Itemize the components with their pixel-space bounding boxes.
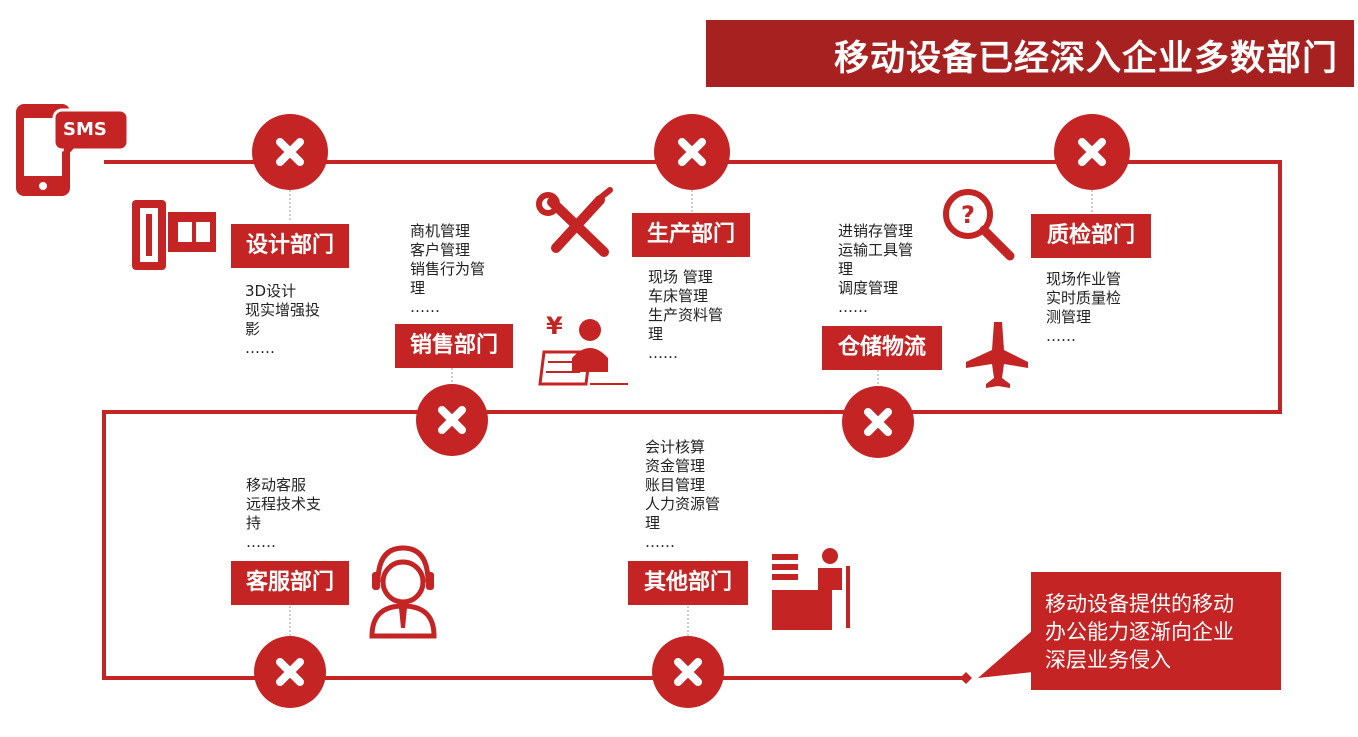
desc-item: …… [410, 298, 440, 316]
callout-line: 深层业务侵入 [1045, 648, 1171, 672]
desc-item: 客户管理 [410, 241, 471, 259]
dept-label-design: 设计部门 [231, 224, 349, 268]
close-x-icon [252, 114, 328, 190]
title-bar: 移动设备已经深入企业多数部门 [706, 20, 1354, 87]
dept-desc-other: 会计核算 资金管理 账目管理 人力资源管 理 …… [645, 438, 720, 552]
timeline-end-marker [960, 672, 972, 684]
desc-item: …… [245, 339, 275, 357]
desc-item: …… [648, 344, 678, 362]
airplane-icon [966, 322, 1028, 388]
callout-line: 移动设备提供的移动 [1045, 592, 1234, 616]
desc-item: 进销存管理 [838, 222, 914, 240]
desc-item: 现实增强投 [245, 301, 321, 319]
desc-item: …… [838, 298, 868, 316]
close-x-icon [652, 636, 724, 708]
desc-item: 理 [648, 325, 664, 343]
desc-item: 移动客服 [246, 476, 307, 494]
callout-text: 移动设备提供的移动 办公能力逐渐向企业 深层业务侵入 [1045, 590, 1234, 674]
desc-item: 现场 管理 [648, 268, 713, 286]
tools-icon [536, 187, 613, 257]
dept-desc-production: 现场 管理 车床管理 生产资料管 理 …… [648, 268, 723, 363]
callout-box: 移动设备提供的移动 办公能力逐渐向企业 深层业务侵入 [1031, 572, 1281, 690]
dept-label-qa: 质检部门 [1031, 214, 1151, 258]
close-x-icon [254, 636, 326, 708]
desc-item: 运输工具管 [838, 241, 914, 259]
headset-agent-icon [369, 545, 437, 639]
film-roll-icon [132, 200, 216, 270]
desc-item: 远程技术支 [246, 495, 322, 513]
desc-item: 资金管理 [645, 457, 706, 475]
desc-item: …… [1046, 327, 1076, 345]
dept-label-other: 其他部门 [628, 561, 748, 605]
desc-item: 实时质量检 [1046, 289, 1122, 307]
page-title: 移动设备已经深入企业多数部门 [833, 39, 1338, 79]
desc-item: 账目管理 [645, 476, 706, 494]
dept-desc-sales: 商机管理 客户管理 销售行为管 理 …… [410, 222, 485, 317]
desc-item: 商机管理 [410, 222, 471, 240]
close-x-icon [842, 386, 914, 458]
dept-desc-qa: 现场作业管 实时质量检 测管理 …… [1046, 270, 1121, 346]
dept-label-production: 生产部门 [632, 213, 750, 257]
callout-line: 办公能力逐渐向企业 [1045, 620, 1234, 644]
close-x-icon [416, 384, 488, 456]
desc-item: 测管理 [1046, 308, 1092, 326]
dept-desc-design: 3D设计 现实增强投 影 …… [245, 282, 320, 358]
yen-symbol: ¥ [546, 312, 563, 340]
dept-label-logistics: 仓储物流 [822, 326, 942, 370]
desc-item: 生产资料管 [648, 306, 724, 324]
desc-item: 人力资源管 [645, 495, 721, 513]
desc-item: 销售行为管 [410, 260, 486, 278]
dept-desc-logistics: 进销存管理 运输工具管 理 调度管理 …… [838, 222, 913, 317]
desc-item: 调度管理 [838, 279, 899, 297]
sms-badge: SMS [63, 119, 107, 140]
desc-item: 理 [838, 260, 854, 278]
desc-item: 持 [246, 514, 262, 532]
dept-label-sales: 销售部门 [395, 324, 513, 368]
cashier-icon [538, 319, 628, 386]
close-x-icon [1054, 114, 1130, 190]
connector-lines [289, 190, 1093, 640]
desc-item: …… [645, 533, 675, 551]
close-x-icon [654, 114, 730, 190]
desc-item: 理 [410, 279, 426, 297]
sms-bubble-icon [52, 108, 130, 162]
office-desk-icon [772, 548, 850, 630]
desc-item: 会计核算 [645, 438, 706, 456]
dept-desc-customer-service: 移动客服 远程技术支 持 …… [246, 476, 321, 552]
svg-text:?: ? [961, 201, 975, 229]
desc-item: 理 [645, 514, 661, 532]
dept-label-customer-service: 客服部门 [231, 561, 349, 605]
magnifier-question-icon: ? [943, 189, 1015, 261]
desc-item: 车床管理 [648, 287, 709, 305]
desc-item: 3D设计 [245, 282, 297, 300]
desc-item: 现场作业管 [1046, 270, 1122, 288]
desc-item: …… [246, 533, 276, 551]
desc-item: 影 [245, 320, 261, 338]
